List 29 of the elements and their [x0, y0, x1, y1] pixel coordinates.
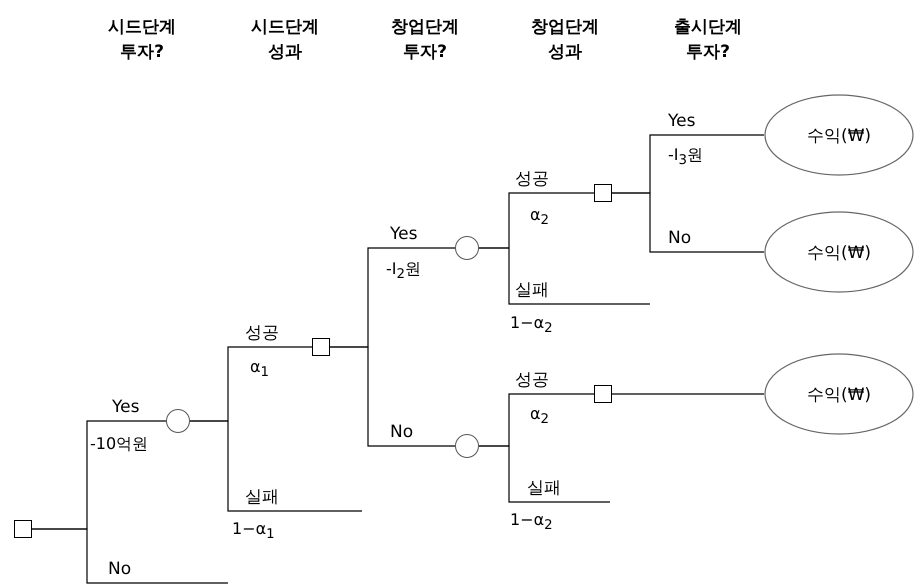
column-header: 출시단계 투자?	[673, 16, 743, 64]
payoff-ellipse: 수익(₩)	[764, 353, 914, 435]
branch-line	[479, 247, 650, 305]
decision-square	[14, 520, 32, 538]
column-header: 창업단계 성과	[530, 16, 600, 64]
column-header: 시드단계 투자?	[107, 16, 177, 64]
branch-line	[330, 346, 455, 447]
branch-label: 성공	[515, 370, 549, 390]
chance-circle	[455, 434, 479, 458]
branch-label: 성공	[515, 169, 549, 189]
payoff-ellipse: 수익(₩)	[764, 211, 914, 293]
branch-line	[190, 420, 362, 512]
decision-square	[594, 385, 612, 403]
branch-label: 실패	[527, 478, 561, 498]
branch-line	[479, 445, 610, 503]
branch-line	[612, 192, 764, 253]
chance-circle	[455, 236, 479, 260]
branch-label: 실패	[245, 487, 279, 507]
payoff-ellipse: 수익(₩)	[764, 94, 914, 176]
branch-value-label: -10억원	[90, 434, 148, 454]
column-header: 시드단계 성과	[250, 16, 320, 64]
branch-line	[32, 528, 228, 584]
branch-label: 실패	[515, 280, 549, 300]
chance-circle	[166, 409, 190, 433]
branch-line	[612, 393, 764, 395]
decision-square	[594, 184, 612, 202]
branch-label: 성공	[245, 323, 279, 343]
column-header: 창업단계 투자?	[390, 16, 460, 64]
decision-square	[312, 338, 330, 356]
